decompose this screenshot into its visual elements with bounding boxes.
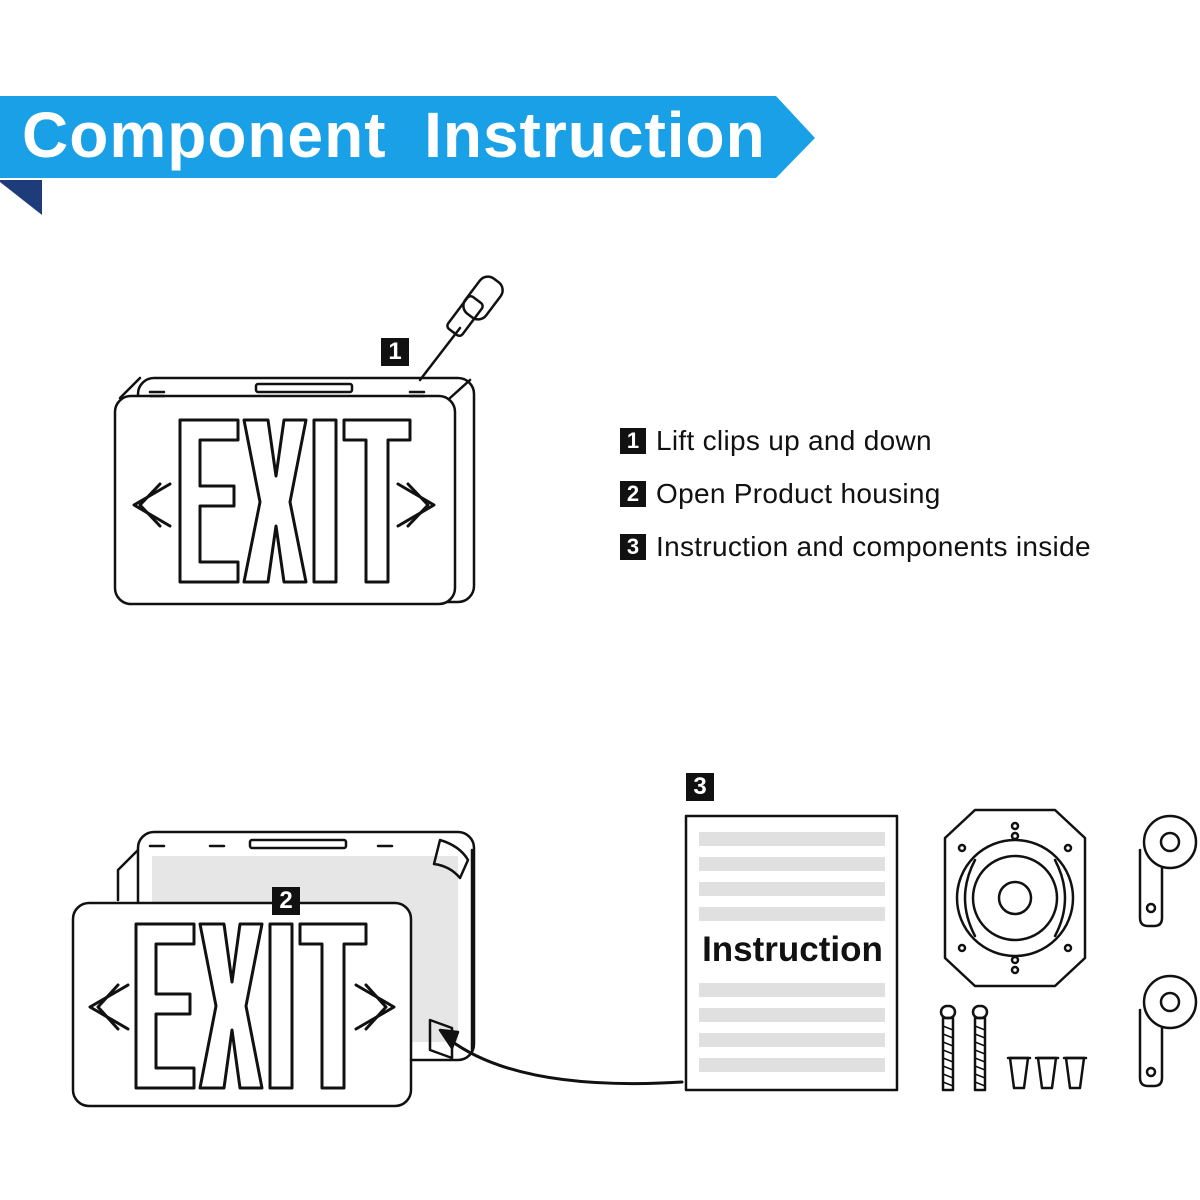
clip-bracket-icon	[1138, 814, 1198, 928]
mounting-plate-icon	[943, 808, 1087, 988]
step-text: Lift clips up and down	[656, 424, 932, 456]
figure-badge-1: 1	[381, 338, 409, 366]
exit-sign-open	[71, 830, 476, 1108]
clip-bracket-icon	[1138, 974, 1198, 1088]
step-number: 3	[620, 533, 646, 560]
step-item: 1 Lift clips up and down	[620, 414, 1091, 467]
banner-shape	[0, 96, 815, 215]
wire-nut-icon	[1034, 1056, 1060, 1090]
screw-icon	[971, 1004, 989, 1092]
step-text: Open Product housing	[656, 477, 941, 509]
instruction-document	[684, 814, 899, 1092]
step-list: 1 Lift clips up and down 2 Open Product …	[620, 414, 1091, 573]
step-number: 2	[620, 480, 646, 507]
banner-title: Component Instruction	[22, 99, 766, 171]
screw-icon	[939, 1004, 957, 1092]
step-text: Instruction and components inside	[656, 530, 1091, 562]
figure-badge-2: 2	[272, 887, 300, 915]
wire-nut-icon	[1006, 1056, 1032, 1090]
exit-sign-closed	[113, 376, 476, 606]
step-item: 3 Instruction and components inside	[620, 520, 1091, 573]
instruction-document-label: Instruction	[702, 930, 883, 969]
step-number: 1	[620, 427, 646, 454]
title-banner: Component Instruction	[0, 90, 820, 220]
figure-badge-3: 3	[686, 773, 714, 801]
step-item: 2 Open Product housing	[620, 467, 1091, 520]
screwdriver-icon	[418, 275, 504, 382]
curved-arrow-icon	[438, 1028, 684, 1086]
wire-nut-icon	[1062, 1056, 1088, 1090]
